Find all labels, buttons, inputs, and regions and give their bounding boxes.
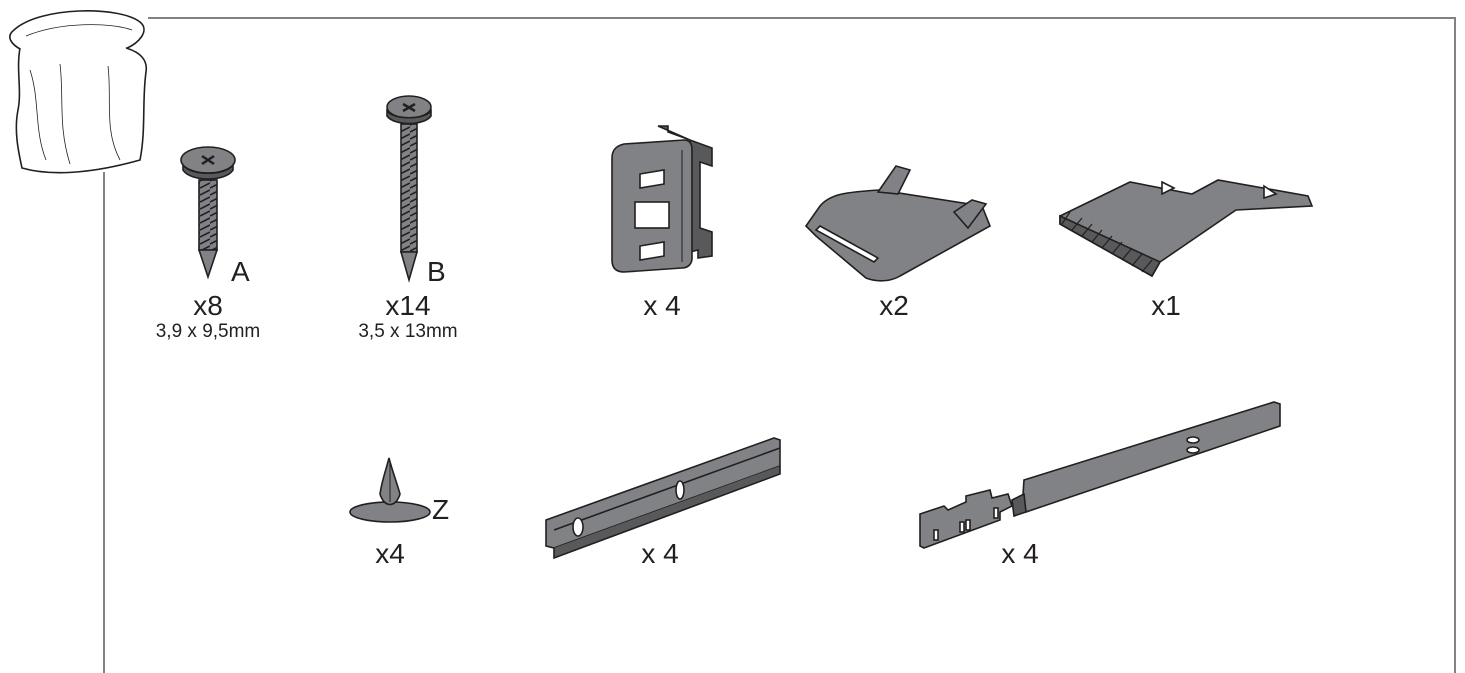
screw-b-icon (386, 95, 432, 283)
plate-quantity: x1 (1151, 290, 1181, 321)
screw-b-quantity: x14 (385, 290, 431, 321)
rail-long-quantity: x 4 (1001, 538, 1039, 569)
bracket-icon (611, 125, 713, 273)
rail-long-icon (919, 401, 1281, 549)
screw-b-size: 3,5 x 13mm (358, 321, 458, 342)
screw-a-quantity: x8 (193, 290, 223, 321)
bag-icon (9, 10, 148, 174)
plate-icon (1059, 179, 1314, 278)
screw-a-icon (180, 146, 236, 280)
rail-short-quantity: x 4 (641, 538, 679, 569)
plug-z-letter: Z (432, 494, 450, 525)
rail-short-icon (545, 437, 781, 560)
bracket-quantity: x 4 (643, 290, 681, 321)
plug-z-quantity: x4 (375, 538, 405, 569)
flap-quantity: x2 (879, 290, 909, 321)
screw-b-letter: B (427, 256, 446, 287)
frame-border (103, 17, 1456, 673)
plug-z-icon (349, 457, 431, 523)
screw-a-size: 3,9 x 9,5mm (155, 321, 261, 342)
flap-icon (804, 165, 992, 282)
screw-a-letter: A (231, 256, 250, 287)
